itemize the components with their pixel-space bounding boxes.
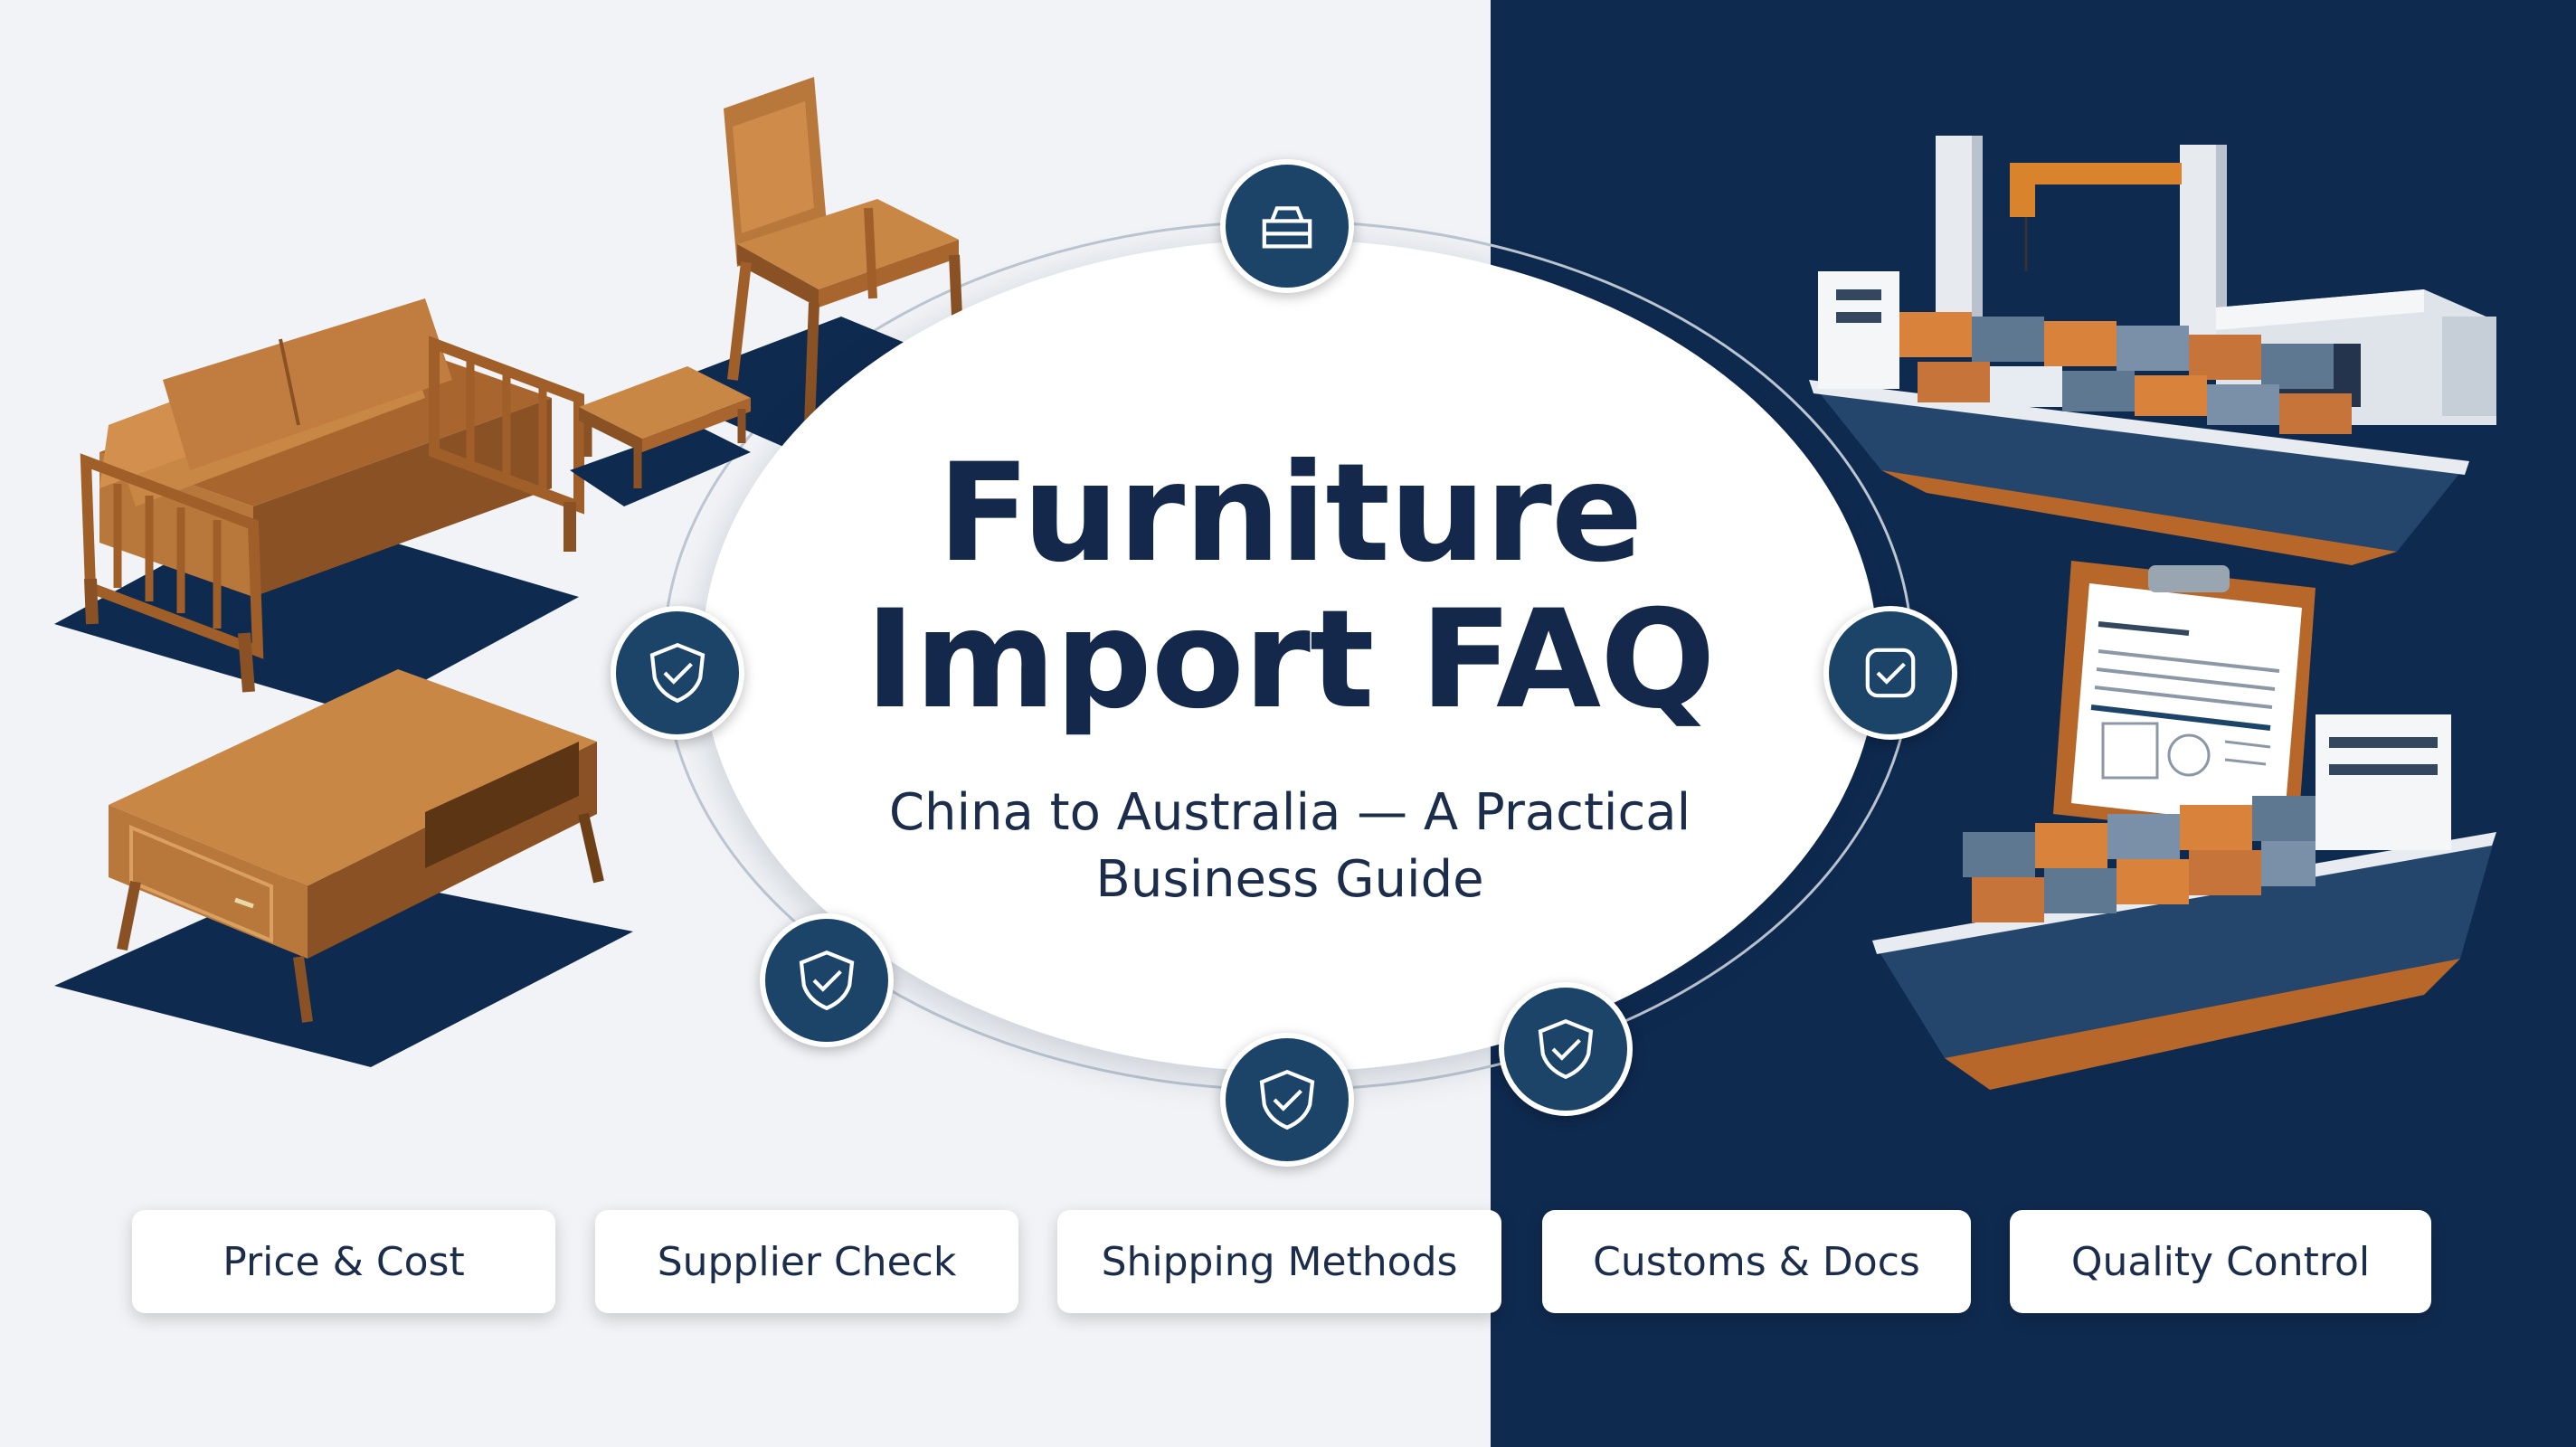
shield-check-icon	[799, 950, 855, 1011]
center-oval	[702, 240, 1878, 1072]
stool-illustration	[570, 366, 751, 506]
category-quality-control-button[interactable]: Quality Control	[2010, 1210, 2431, 1313]
sofa-illustration	[54, 298, 584, 714]
badge-shield	[611, 606, 744, 740]
page-title-line1: Furniture	[937, 435, 1643, 592]
checkmark-icon	[1865, 648, 1916, 698]
tv-cabinet-illustration	[54, 669, 633, 1067]
page-subtitle-line2: Business Guide	[1095, 850, 1484, 909]
shield-check-icon	[1259, 1069, 1315, 1130]
category-price-cost-button[interactable]: Price & Cost	[132, 1210, 555, 1313]
container-ship-bottom	[1872, 714, 2496, 1090]
clipboard-document	[2053, 561, 2316, 841]
category-customs-docs-button[interactable]: Customs & Docs	[1542, 1210, 1971, 1313]
badge-checkmark	[1823, 606, 1957, 740]
badge-shield-check-bottom	[1220, 1033, 1354, 1167]
badge-shield-check-right	[1499, 982, 1633, 1116]
category-shipping-methods-button[interactable]: Shipping Methods	[1057, 1210, 1501, 1313]
badge-cargo	[1220, 159, 1354, 293]
container-ship-top	[1809, 271, 2469, 565]
page-subtitle-line1: China to Australia — A Practical	[888, 783, 1691, 842]
cargo-icon	[1262, 206, 1312, 249]
shield-check-icon	[1538, 1018, 1594, 1080]
page-title-line2: Import FAQ	[865, 582, 1715, 739]
category-supplier-check-button[interactable]: Supplier Check	[595, 1210, 1018, 1313]
badge-shield-check-left	[760, 913, 894, 1047]
shield-icon	[649, 642, 706, 704]
